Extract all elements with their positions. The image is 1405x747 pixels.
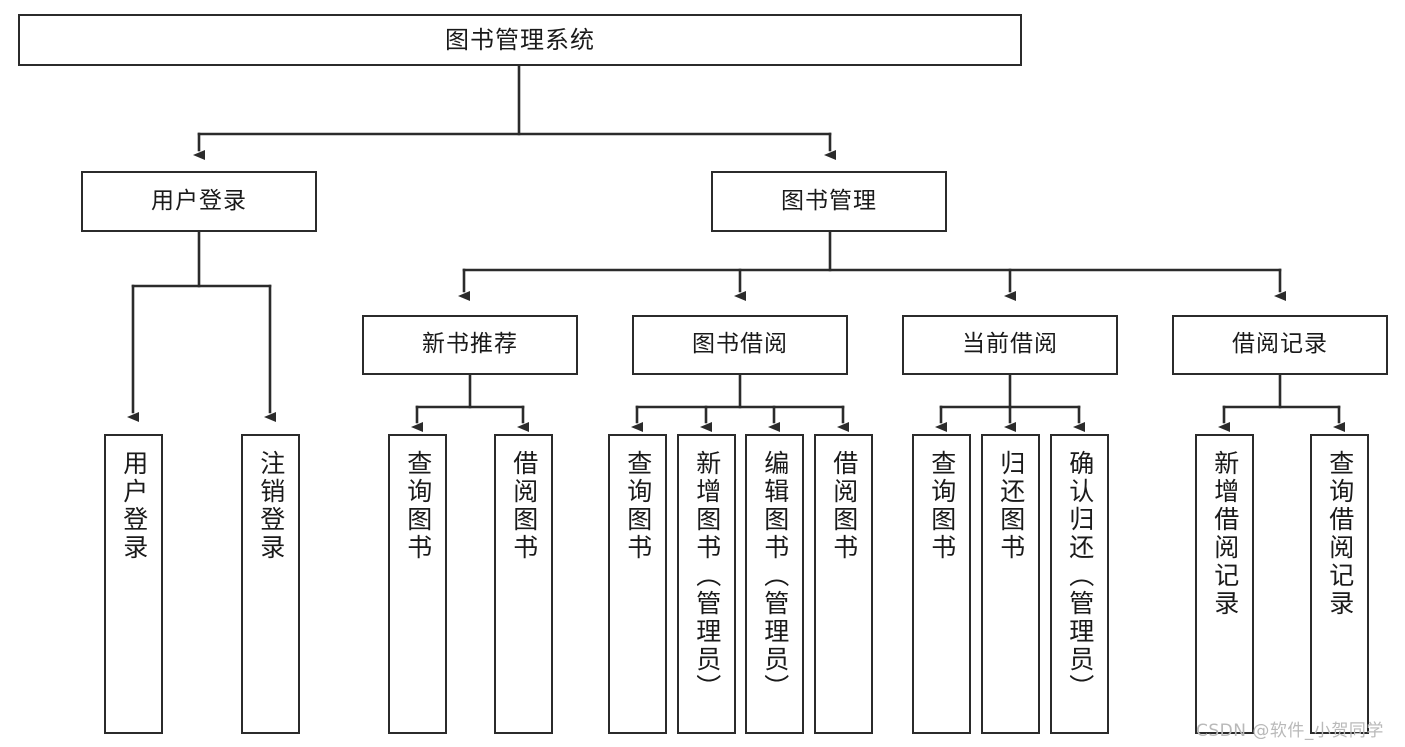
node-label: 用户登录 bbox=[151, 187, 247, 214]
node-label: 借阅记录 bbox=[1232, 331, 1328, 358]
node-label: 图书管理系统 bbox=[445, 25, 595, 54]
node-label: 归还图书 bbox=[996, 450, 1026, 562]
leaf-user-login-logout[interactable]: 注销登录 bbox=[241, 434, 300, 734]
node-label: 查询图书 bbox=[403, 450, 433, 562]
leaf-book-borrow-edit-book-admin[interactable]: 编辑图书（管理员） bbox=[745, 434, 804, 734]
node-label: 新书推荐 bbox=[422, 331, 518, 358]
watermark-csdn: CSDN @软件_小贺同学 bbox=[1196, 721, 1384, 741]
node-label: 图书借阅 bbox=[692, 331, 788, 358]
node-label: 借阅图书 bbox=[829, 450, 859, 562]
node-new-book-recommend[interactable]: 新书推荐 bbox=[362, 315, 578, 375]
node-user-login[interactable]: 用户登录 bbox=[81, 171, 317, 232]
node-label: 查询图书 bbox=[927, 450, 957, 562]
leaf-borrow-record-add-record[interactable]: 新增借阅记录 bbox=[1195, 434, 1254, 734]
leaf-book-borrow-borrow-book[interactable]: 借阅图书 bbox=[814, 434, 873, 734]
node-book-management[interactable]: 图书管理 bbox=[711, 171, 947, 232]
leaf-new-book-borrow-book[interactable]: 借阅图书 bbox=[494, 434, 553, 734]
leaf-book-borrow-query-book[interactable]: 查询图书 bbox=[608, 434, 667, 734]
node-label: 查询借阅记录 bbox=[1325, 450, 1355, 618]
leaf-current-borrow-query-book[interactable]: 查询图书 bbox=[912, 434, 971, 734]
node-current-borrow[interactable]: 当前借阅 bbox=[902, 315, 1118, 375]
node-label: 编辑图书（管理员） bbox=[760, 450, 790, 702]
node-book-borrow[interactable]: 图书借阅 bbox=[632, 315, 848, 375]
leaf-user-login-login[interactable]: 用户登录 bbox=[104, 434, 163, 734]
node-label: 注销登录 bbox=[256, 450, 286, 562]
node-label: 当前借阅 bbox=[962, 331, 1058, 358]
leaf-new-book-query-book[interactable]: 查询图书 bbox=[388, 434, 447, 734]
leaf-current-borrow-confirm-return-admin[interactable]: 确认归还（管理员） bbox=[1050, 434, 1109, 734]
node-label: 新增图书（管理员） bbox=[692, 450, 722, 702]
leaf-borrow-record-query-record[interactable]: 查询借阅记录 bbox=[1310, 434, 1369, 734]
leaf-book-borrow-add-book-admin[interactable]: 新增图书（管理员） bbox=[677, 434, 736, 734]
node-borrow-record[interactable]: 借阅记录 bbox=[1172, 315, 1388, 375]
node-label: 查询图书 bbox=[623, 450, 653, 562]
node-label: 确认归还（管理员） bbox=[1065, 450, 1095, 702]
node-label: 借阅图书 bbox=[509, 450, 539, 562]
node-label: 用户登录 bbox=[119, 450, 149, 562]
node-label: 图书管理 bbox=[781, 187, 877, 214]
leaf-current-borrow-return-book[interactable]: 归还图书 bbox=[981, 434, 1040, 734]
node-label: 新增借阅记录 bbox=[1210, 450, 1240, 618]
node-root-book-management-system[interactable]: 图书管理系统 bbox=[18, 14, 1022, 66]
